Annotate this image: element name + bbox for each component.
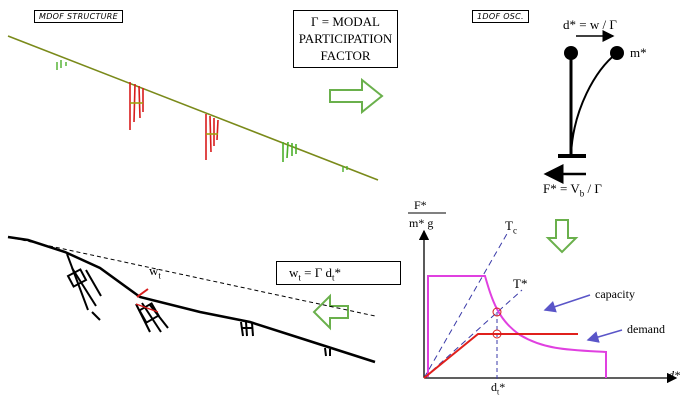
mass-label: m* [630, 45, 647, 60]
gamma-line-2: PARTICIPATION [298, 31, 393, 46]
tstar-line [423, 289, 523, 379]
capacity-curve [423, 333, 578, 379]
pier-3 [205, 114, 219, 160]
capacity-label: capacity [595, 287, 635, 301]
deformed-deck [7, 235, 376, 364]
demand-label: demand [627, 322, 665, 336]
capacity-spectrum-chart [408, 212, 678, 384]
pier-1 [56, 60, 67, 70]
y-axis-denominator: m* g [409, 216, 434, 230]
gamma-line-3: FACTOR [320, 48, 371, 63]
mdof-structure-view [7, 35, 379, 181]
tstar-label: T* [513, 276, 528, 291]
tc-label: Tc [505, 218, 517, 236]
elastic-point [492, 307, 502, 317]
green-arrow-right [329, 77, 384, 115]
base-shear-label: F* = Vb / Γ [543, 181, 602, 199]
deformed-pier-2 [135, 302, 169, 333]
pier-5 [342, 166, 348, 172]
deformed-pier-1 [66, 253, 102, 321]
wt-red-mark [136, 288, 149, 298]
mass-deformed [610, 46, 624, 60]
y-axis-numerator: F* [414, 198, 427, 212]
green-arrow-down [545, 219, 579, 254]
deformed-structure-view [7, 235, 376, 364]
oscillator-diagram [543, 30, 624, 184]
deck-line [7, 35, 379, 181]
capacity-pointer [543, 294, 591, 313]
pier-2 [129, 82, 144, 130]
demand-pointer [586, 329, 623, 343]
performance-point [492, 329, 502, 339]
mdof-structure-label: MDOF STRUCTURE [34, 10, 124, 23]
dt-label: dt* [491, 380, 506, 397]
wt-equation-box: wt = Γ dt* [276, 261, 401, 285]
gamma-definition-box: Γ = MODAL PARTICIPATION FACTOR [293, 10, 398, 68]
deformed-pier-3 [240, 321, 254, 337]
deformed-pier-4 [324, 347, 331, 357]
oscillator-deformed [570, 52, 618, 156]
wt-section-label: wt [149, 263, 161, 281]
mass-undeformed [564, 46, 578, 60]
x-axis-label: d* [668, 368, 680, 382]
gamma-line-1: Γ = MODAL [310, 14, 380, 29]
tc-line [423, 231, 509, 379]
displacement-label: d* = w / Γ [563, 17, 617, 32]
onedof-label: 1DOF OSC. [472, 10, 529, 23]
green-arrow-left [312, 293, 349, 331]
pier-4 [282, 141, 297, 162]
